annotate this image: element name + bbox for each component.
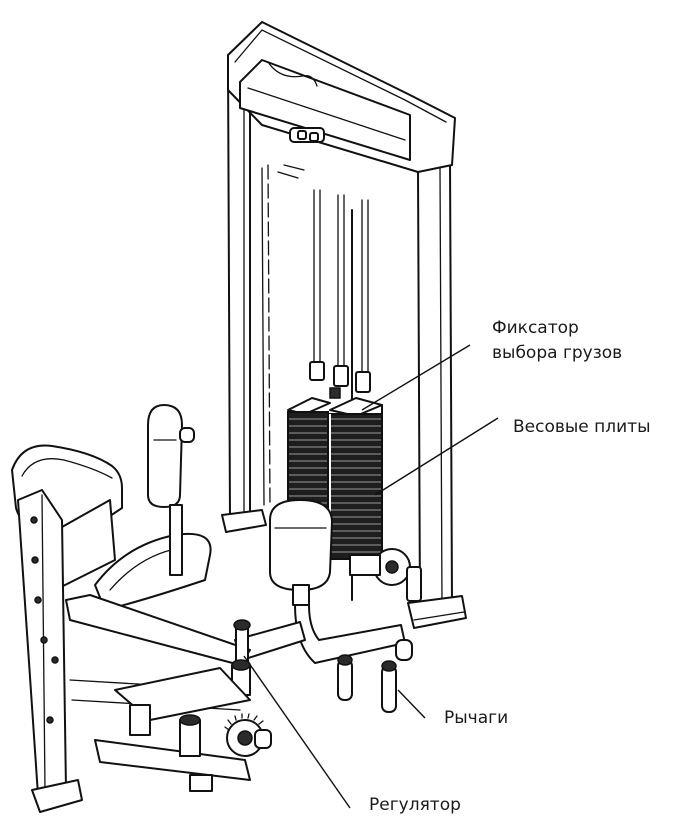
label-weight-plates: Весовые плиты bbox=[513, 417, 651, 437]
weight-horn bbox=[349, 548, 422, 602]
tower-frame bbox=[221, 54, 467, 629]
side-pad-post bbox=[147, 404, 195, 576]
label-levers: Рычаги bbox=[444, 708, 509, 728]
seat-frame bbox=[17, 489, 251, 813]
label-selector-pin: Фиксатор выбора грузов bbox=[492, 316, 622, 366]
leader-adjuster bbox=[243, 655, 351, 809]
lever-handles bbox=[337, 639, 413, 713]
callout-leaders bbox=[243, 344, 499, 809]
leader-weight-plates bbox=[374, 417, 499, 496]
selector-pin bbox=[309, 361, 371, 399]
label-adjuster: Регулятор bbox=[369, 795, 461, 815]
lever-arms bbox=[234, 604, 413, 713]
adjuster-mechanism bbox=[114, 619, 272, 792]
leader-levers bbox=[397, 689, 426, 719]
label-selector-pin-line2: выбора грузов bbox=[492, 343, 623, 363]
leader-selector-pin bbox=[361, 344, 471, 411]
center-thigh-pad bbox=[269, 499, 333, 606]
top-shroud bbox=[227, 21, 456, 179]
weight-stack bbox=[287, 397, 383, 560]
label-selector-pin-line1: Фиксатор bbox=[492, 318, 579, 338]
